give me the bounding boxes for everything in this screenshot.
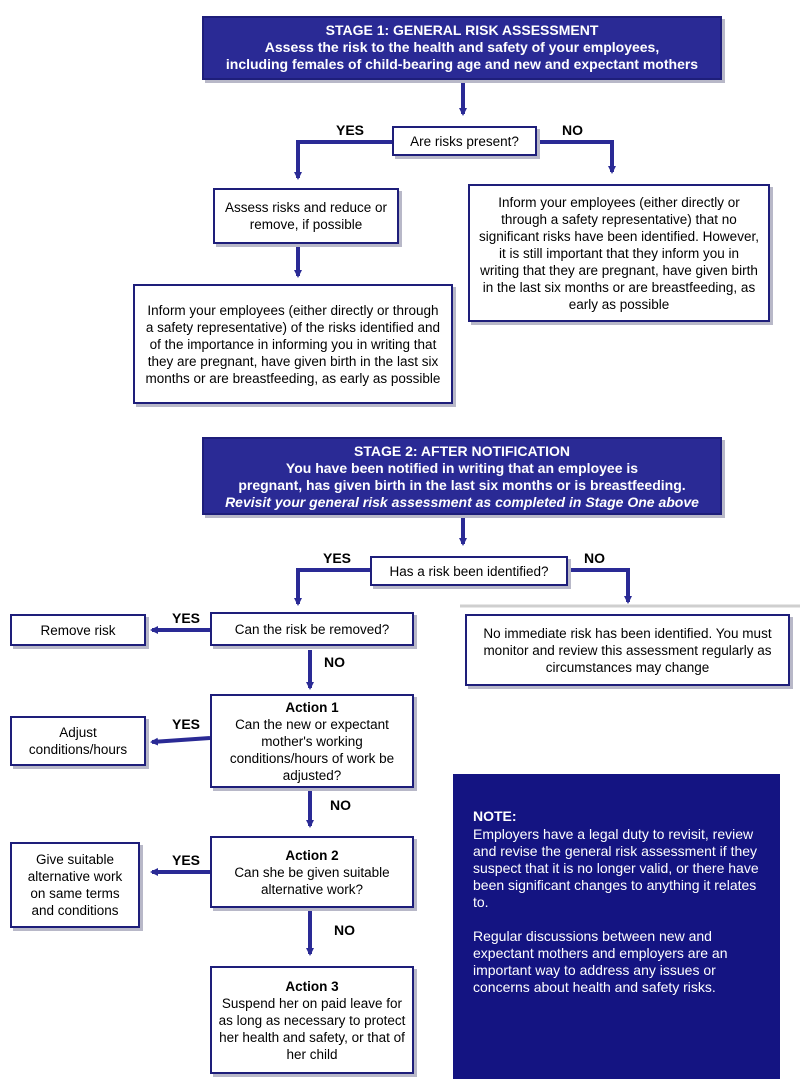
inform-risks-box: Inform your employees (either directly o… xyxy=(133,284,453,404)
alternative-work-box: Give suitable alternative work on same t… xyxy=(10,842,140,928)
arrow-identified-no xyxy=(568,568,632,604)
action3-box: Action 3 Suspend her on paid leave for a… xyxy=(210,966,414,1074)
yes-label-action2: YES xyxy=(172,852,201,868)
no-label-risks: NO xyxy=(562,122,583,138)
yes-label-action1: YES xyxy=(172,716,201,732)
note-paragraph-2: Regular discussions between new and expe… xyxy=(473,928,728,995)
stage2-line4: Revisit your general risk assessment as … xyxy=(225,494,699,510)
no-label-action1: NO xyxy=(330,797,351,813)
no-label-removed: NO xyxy=(324,654,345,670)
stage1-line3: including females of child-bearing age a… xyxy=(225,56,699,72)
action2-title: Action 2 xyxy=(285,847,339,863)
yes-label-risks: YES xyxy=(336,122,365,138)
note-paragraph-1: Employers have a legal duty to revisit, … xyxy=(473,826,759,910)
note-panel: NOTE: Employers have a legal duty to rev… xyxy=(453,774,780,1079)
stage2-line3: pregnant, has given birth in the last si… xyxy=(238,477,686,493)
arrow-risks-no xyxy=(535,140,616,174)
no-label-identified: NO xyxy=(584,550,605,566)
arrow-risks-yes xyxy=(294,140,392,180)
action3-title: Action 3 xyxy=(285,978,339,994)
note-title: NOTE: xyxy=(473,808,517,824)
question-risks-present: Are risks present? xyxy=(392,126,537,156)
assess-risks-box: Assess risks and reduce or remove, if po… xyxy=(213,188,399,244)
arrow-identified-yes xyxy=(294,568,370,606)
remove-risk-box: Remove risk xyxy=(10,614,146,646)
action2-text: Can she be given suitable alternative wo… xyxy=(234,864,390,897)
action2-box: Action 2 Can she be given suitable alter… xyxy=(210,836,414,908)
stage2-line2: You have been notified in writing that a… xyxy=(285,460,639,476)
stage1-line2: Assess the risk to the health and safety… xyxy=(264,39,660,55)
stage1-title: STAGE 1: GENERAL RISK ASSESSMENT xyxy=(325,22,599,38)
yes-label-identified: YES xyxy=(323,550,352,566)
stage1-header: STAGE 1: GENERAL RISK ASSESSMENT Assess … xyxy=(202,16,722,80)
inform-no-risk-box: Inform your employees (either directly o… xyxy=(468,184,770,322)
stage2-header: STAGE 2: AFTER NOTIFICATION You have bee… xyxy=(202,437,722,515)
stage2-title: STAGE 2: AFTER NOTIFICATION xyxy=(354,443,570,459)
action3-text: Suspend her on paid leave for as long as… xyxy=(218,995,406,1062)
arrow-action1-yes xyxy=(150,736,211,746)
action1-title: Action 1 xyxy=(285,699,339,715)
yes-label-removed: YES xyxy=(172,610,201,626)
question-risk-identified: Has a risk been identified? xyxy=(370,556,568,586)
no-label-action2: NO xyxy=(334,922,355,938)
action1-text: Can the new or expectant mother's workin… xyxy=(229,716,395,783)
adjust-box: Adjust conditions/hours xyxy=(10,716,146,766)
question-risk-removed: Can the risk be removed? xyxy=(210,612,414,646)
action1-box: Action 1 Can the new or expectant mother… xyxy=(210,694,414,788)
no-immediate-risk-box: No immediate risk has been identified. Y… xyxy=(465,614,790,686)
